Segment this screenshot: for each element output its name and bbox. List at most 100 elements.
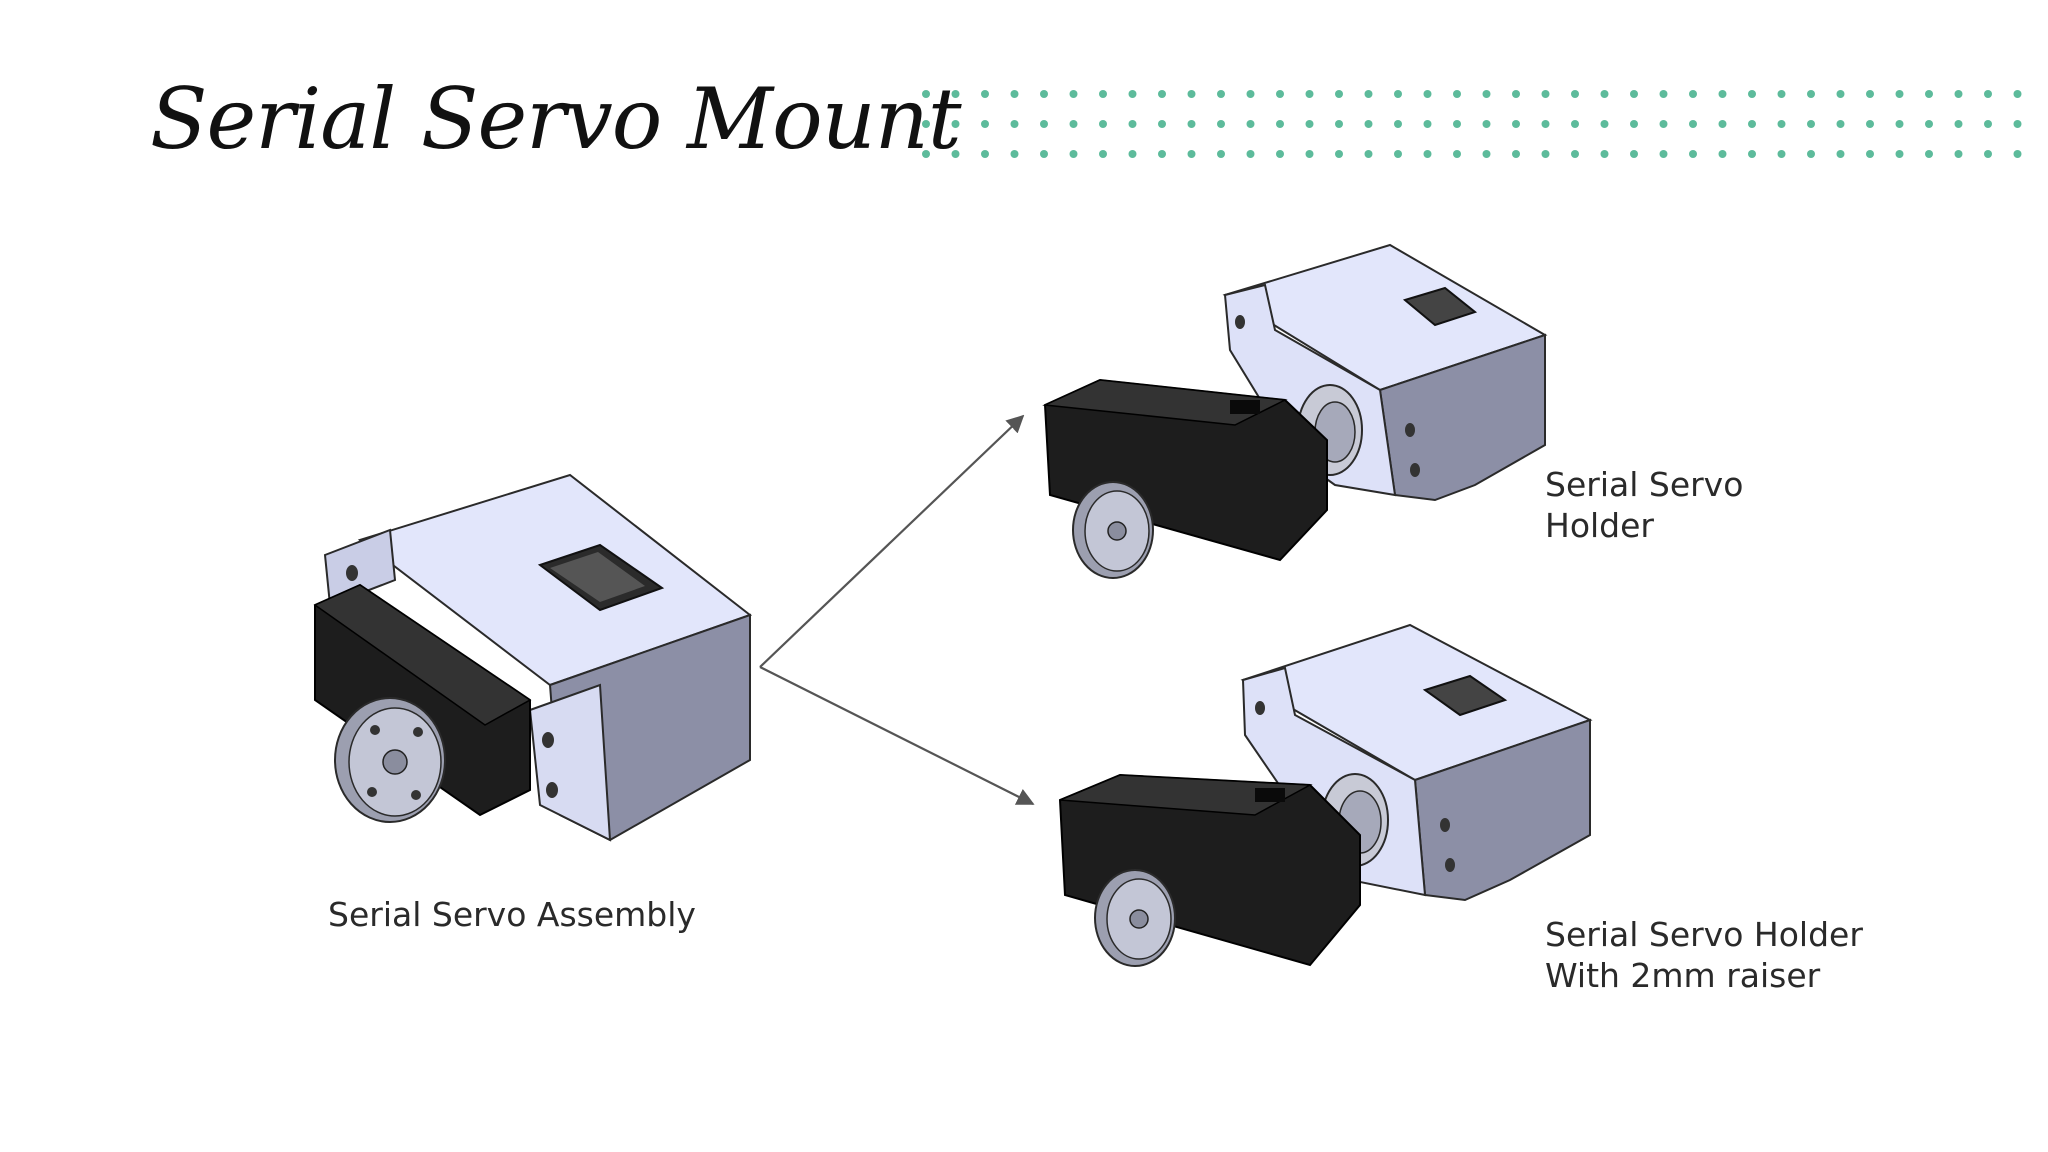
label-serial-servo-holder-raiser: Serial Servo Holder With 2mm raiser	[1545, 914, 1863, 996]
decorative-dot	[1217, 120, 1225, 128]
decorative-dot	[1866, 120, 1874, 128]
decorative-dot	[1482, 120, 1491, 128]
label-serial-servo-holder: Serial Servo Holder	[1545, 464, 1743, 546]
decorative-dot	[1748, 150, 1756, 158]
decorative-dot	[1541, 120, 1550, 128]
decorative-dot	[951, 150, 960, 158]
label-assembly-text: Serial Servo Assembly	[328, 895, 696, 934]
decorative-dot	[951, 90, 960, 98]
decorative-dot	[1276, 150, 1284, 158]
decorative-dot	[1128, 90, 1137, 98]
decorative-dot	[1895, 90, 1904, 98]
decorative-dot	[1925, 90, 1933, 98]
decorative-dot	[1187, 90, 1196, 98]
decorative-dot	[1630, 150, 1638, 158]
decorative-dot	[1836, 120, 1845, 128]
decorative-dot	[1128, 150, 1137, 158]
decorative-dot	[1718, 120, 1727, 128]
decorative-dot	[1482, 90, 1491, 98]
decorative-dot	[1718, 90, 1727, 98]
decorative-dot	[1453, 150, 1461, 158]
decorative-dot	[1187, 150, 1196, 158]
servo-holder-raiser-exploded-image	[1058, 623, 1593, 967]
servo-assembly-image	[313, 473, 753, 842]
decorative-dot	[1571, 150, 1579, 158]
label-raiser-line2: With 2mm raiser	[1545, 956, 1821, 995]
decorative-dot	[1984, 150, 1992, 158]
decorative-dot	[1040, 150, 1048, 158]
decorative-dot	[1069, 90, 1078, 98]
decorative-dot	[1305, 120, 1314, 128]
decorative-dot	[1394, 90, 1402, 98]
decorative-dot	[1689, 150, 1697, 158]
decorative-dot	[951, 120, 960, 128]
slide-title: Serial Servo Mount	[150, 70, 962, 168]
label-holder-line1: Serial Servo	[1545, 465, 1744, 504]
decorative-dot	[1630, 120, 1638, 128]
decorative-dot	[1335, 150, 1343, 158]
decorative-dot	[1099, 120, 1107, 128]
decorative-dot	[1807, 150, 1815, 158]
decorative-dot	[1512, 120, 1520, 128]
decorative-dot	[1246, 150, 1255, 158]
decorative-dot	[2013, 150, 2022, 158]
decorative-dot	[1394, 150, 1402, 158]
decorative-dot	[1158, 120, 1166, 128]
decorative-dot	[1777, 90, 1786, 98]
decorative-dot	[1748, 120, 1756, 128]
decorative-dot	[922, 120, 930, 128]
decorative-dot	[1600, 150, 1609, 158]
decorative-dot	[1866, 90, 1874, 98]
decorative-dot	[2013, 120, 2022, 128]
decorative-dot	[922, 90, 930, 98]
decorative-dot	[1158, 90, 1166, 98]
decorative-dot	[1217, 150, 1225, 158]
decorative-dot	[1276, 120, 1284, 128]
decorative-dot	[1246, 90, 1255, 98]
decorative-dot	[1453, 90, 1461, 98]
decorative-dot	[1453, 120, 1461, 128]
decorative-dot	[1276, 90, 1284, 98]
decorative-dot	[1571, 120, 1579, 128]
decorative-dot	[1836, 90, 1845, 98]
decorative-dot	[1423, 90, 1432, 98]
decorative-dot	[1807, 90, 1815, 98]
decorative-dot	[1748, 90, 1756, 98]
decorative-dot	[1925, 150, 1933, 158]
decorative-dot	[1246, 120, 1255, 128]
decorative-dot	[1954, 150, 1963, 158]
decorative-dot	[1689, 90, 1697, 98]
decorative-dot	[1836, 150, 1845, 158]
decorative-dot	[1866, 150, 1874, 158]
decorative-dot	[1954, 120, 1963, 128]
decorative-dot	[1335, 90, 1343, 98]
decorative-dot	[981, 90, 989, 98]
decorative-dot	[2013, 90, 2022, 98]
decorative-dot	[1364, 150, 1373, 158]
decorative-dot	[1364, 90, 1373, 98]
decorative-dot	[1659, 120, 1668, 128]
decorative-dot	[1984, 120, 1992, 128]
decorative-dot	[1659, 90, 1668, 98]
decorative-dot	[1099, 90, 1107, 98]
label-holder-line2: Holder	[1545, 506, 1654, 545]
decorative-dot	[1600, 90, 1609, 98]
decorative-dot	[1128, 120, 1137, 128]
servo-holder-exploded-image	[1042, 243, 1548, 579]
decorative-dot	[1984, 90, 1992, 98]
decorative-dot	[1040, 120, 1048, 128]
decorative-dot	[1807, 120, 1815, 128]
decorative-dot	[1689, 120, 1697, 128]
label-serial-servo-assembly: Serial Servo Assembly	[328, 894, 696, 935]
decorative-dot	[1718, 150, 1727, 158]
decorative-dot	[1482, 150, 1491, 158]
decorative-dot	[922, 150, 930, 158]
decorative-dot-grid	[922, 90, 2022, 158]
decorative-dot	[1010, 120, 1019, 128]
decorative-dot	[1305, 90, 1314, 98]
decorative-dot	[1158, 150, 1166, 158]
decorative-dot	[1217, 90, 1225, 98]
decorative-dot	[1010, 90, 1019, 98]
